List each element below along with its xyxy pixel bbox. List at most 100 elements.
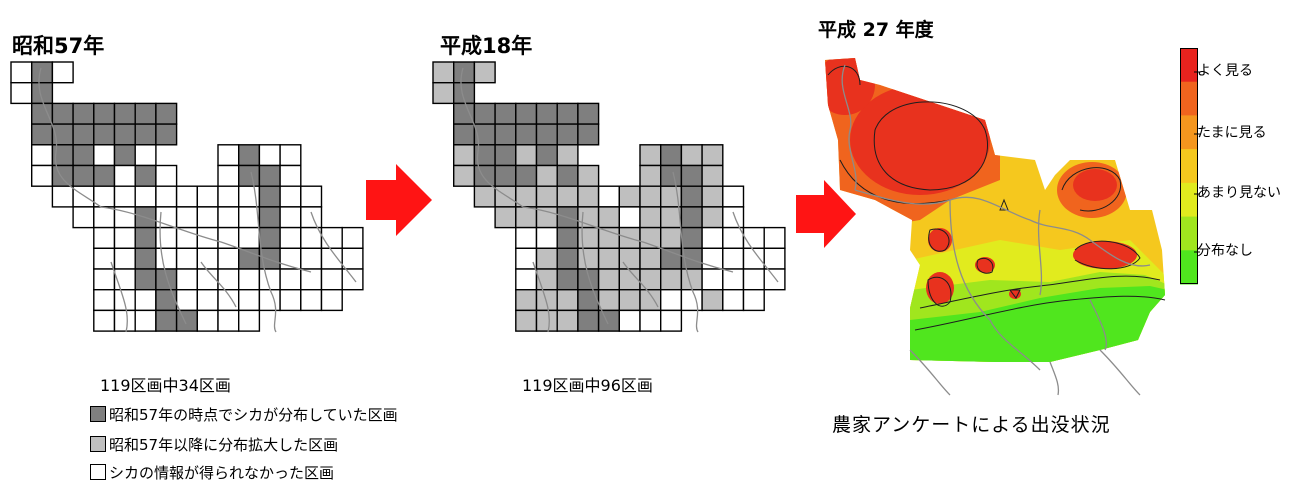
river-line [622,261,659,308]
scale-label-sometimes: たまに見る [1197,125,1267,141]
grid-cell [556,144,579,167]
grid-cell [515,144,538,167]
contour-lines [827,65,1166,331]
grid-cell [680,226,703,250]
grid-cell [597,309,620,332]
grid-cell [722,247,745,270]
river-line [532,261,550,333]
grid-cell [494,102,517,125]
grid-cell [237,309,261,332]
grid-cell [763,247,786,270]
grid-cell [535,226,558,250]
grid-cell [639,247,662,270]
map2-title: 平成18年 [440,34,533,58]
grid-cell [639,289,662,312]
heat-surface [825,58,1165,362]
grid-cell [535,247,558,270]
grid-cell [494,123,517,146]
grid-cell [577,268,600,291]
grid-cell [639,164,662,187]
legend-label: 昭和57年以降に分布拡大した区画 [109,435,339,454]
grid-cell [680,185,703,208]
legend-label: 昭和57年の時点でシカが分布していた区画 [109,405,398,424]
river-line [672,171,699,333]
scale-frame [1180,48,1198,284]
grid-cell [701,185,724,208]
river-line [310,211,357,283]
grid-cell [680,164,703,187]
grid-cell [432,81,455,105]
grid-cell [660,226,683,250]
grid-cell [639,185,662,208]
scale-segment [1180,115,1198,150]
grid-cell [556,289,579,312]
grid-cell [556,309,579,332]
grid-cell [341,268,364,291]
grid-cell [515,247,538,270]
grid-cell [701,144,724,167]
grid-cell [432,61,455,84]
grid-cell [680,289,703,312]
grid-cell [618,289,641,312]
legend-swatch-light [90,436,106,452]
grid-cell [660,206,683,229]
grid-cell [515,268,538,291]
grid-cell [515,123,538,146]
river-line [250,171,277,333]
river-line [100,206,312,273]
rivers-boundaries [841,64,1151,396]
grid-cell [639,144,662,167]
grid-cell [556,247,579,270]
grid-cell [473,185,496,208]
grid-cell [639,309,662,332]
grid-cell [701,289,724,312]
map1-title: 昭和57年 [12,34,105,58]
grid-cell [155,123,178,146]
river-line [581,211,609,325]
grid-cell [660,268,683,291]
grid-cell [535,144,558,167]
scale-segment [1180,48,1198,83]
grid-cell [742,226,765,250]
grid-cell [556,123,579,146]
grid-cell [577,102,600,125]
grid-cell [577,185,600,208]
river-line [460,67,524,208]
grid-cell [597,185,620,208]
grid-cell [742,289,765,312]
grid-cell [722,206,745,229]
grid-cell [701,206,724,229]
legend-label: シカの情報が得られなかった区画 [109,463,335,482]
grid-cell [680,206,703,229]
grid-cell [742,268,765,291]
grid-cell [597,226,620,250]
grid-cell [535,185,558,208]
grid-map-1982 [10,61,364,333]
grid-cell [556,164,579,187]
grid-cell [494,164,517,187]
grid-cell [51,61,74,84]
grid-cell [320,289,343,312]
grid-cell [722,268,745,291]
scale-label-rarely: あまり見ない [1197,185,1281,201]
scale-segment [1180,182,1198,218]
grid-cell [577,226,600,250]
river-line [110,261,128,333]
grid-cell [453,102,476,125]
grid-cell [473,164,496,187]
grid-cell [494,144,517,167]
scale-label-often: よく見る [1197,63,1253,79]
river-line [732,211,779,283]
grid-cell [577,289,600,312]
grid-cell [701,226,724,250]
legend-swatch-white [90,464,106,480]
legend-swatch-dark [90,406,106,422]
grid-cell [597,247,620,270]
grid-cell [597,289,620,312]
grid-cell [722,289,745,312]
grid-cell [556,268,579,291]
grid-cell [453,164,476,187]
legend-item-expanded: 昭和57年以降に分布拡大した区画 [90,434,338,454]
grid-cell [535,289,558,312]
grid-cell [597,268,620,291]
